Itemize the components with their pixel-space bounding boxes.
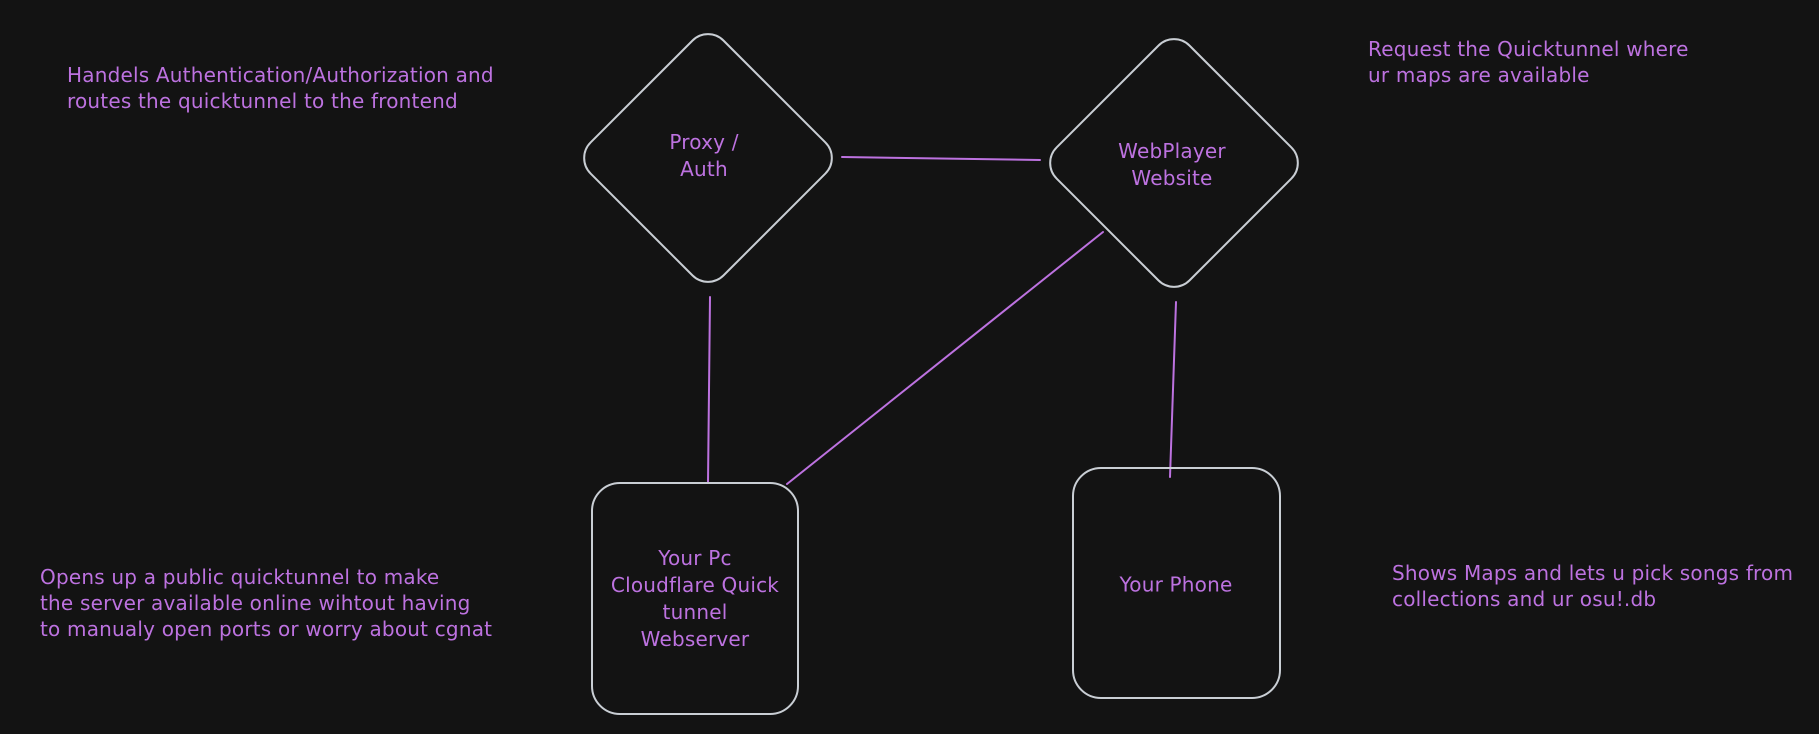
node-your-phone-rectangle[interactable]	[1072, 467, 1281, 699]
node-webplayer-diamond[interactable]	[1041, 30, 1307, 296]
node-label-your-phone: Your Phone	[1119, 572, 1233, 597]
edge-webplayer-to-pc[interactable]	[786, 231, 1104, 485]
node-proxy-auth-diamond[interactable]	[575, 25, 841, 291]
edge-proxy-to-webplayer[interactable]	[841, 156, 1041, 161]
node-label-webplayer: WebPlayer Website	[1118, 139, 1226, 190]
edge-proxy-to-pc[interactable]	[707, 296, 711, 484]
node-your-pc-rectangle[interactable]	[591, 482, 799, 715]
edge-webplayer-to-phone[interactable]	[1169, 301, 1177, 478]
annotation-proxy-description[interactable]: Handels Authentication/Authorization and…	[67, 63, 494, 113]
node-label-proxy-auth: Proxy / Auth	[669, 130, 739, 181]
annotation-quicktunnel-description[interactable]: Opens up a public quicktunnel to make th…	[40, 565, 493, 641]
annotation-webplayer-request[interactable]: Request the Quicktunnel where ur maps ar…	[1368, 37, 1689, 87]
node-label-your-pc: Your Pc Cloudflare Quick tunnel Webserve…	[610, 546, 780, 651]
annotation-phone-description[interactable]: Shows Maps and lets u pick songs from co…	[1392, 561, 1794, 611]
